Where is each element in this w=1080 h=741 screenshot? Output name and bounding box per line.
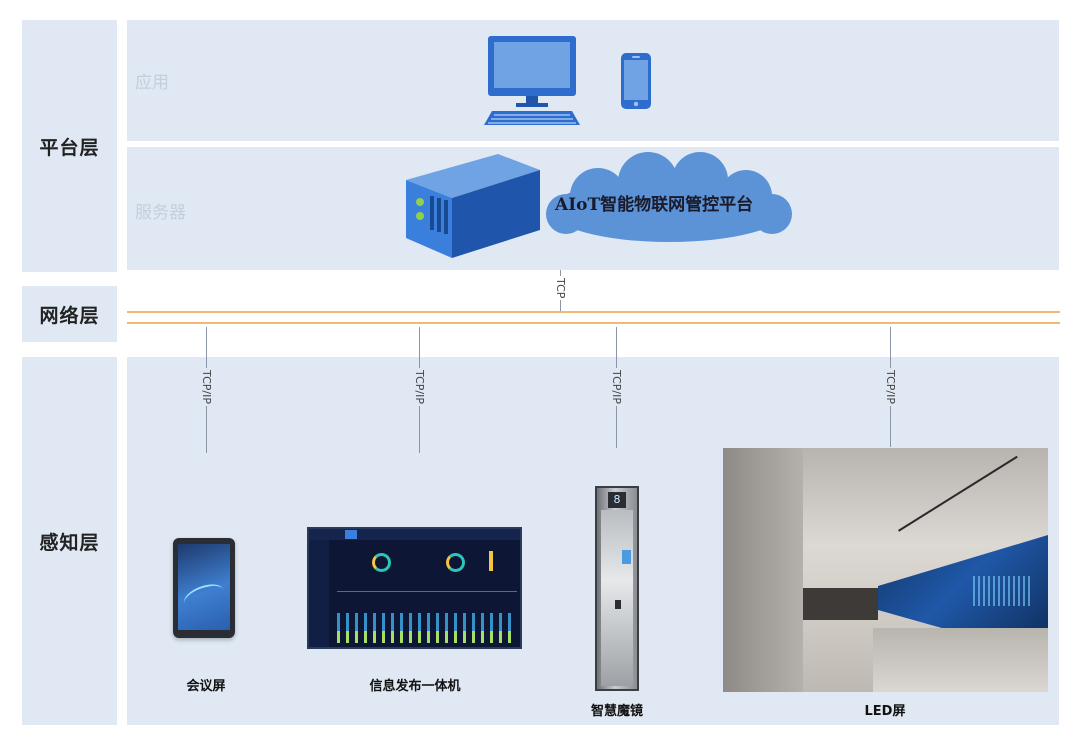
link-label-info-kiosk: TCP/IP xyxy=(413,368,426,406)
server-rack-icon xyxy=(406,154,540,258)
perception-layer-label: 感知层 xyxy=(22,357,117,725)
link-label-meeting-screen: TCP/IP xyxy=(200,368,213,406)
uplink-label: TCP xyxy=(554,276,567,301)
info-kiosk-label: 信息发布一体机 xyxy=(369,679,461,694)
meeting-tablet-image xyxy=(173,538,235,638)
server-label: 服务器 xyxy=(135,203,186,223)
cloud-icon xyxy=(546,152,792,242)
floor-indicator: 8 xyxy=(608,492,626,508)
led-screen-label: LED屏 xyxy=(864,704,906,719)
desktop-computer-icon xyxy=(484,36,580,125)
smart-mirror-label: 智慧魔镜 xyxy=(590,704,643,719)
link-label-led-screen: TCP/IP xyxy=(884,368,897,406)
network-bus-line-bottom xyxy=(127,322,1060,324)
application-label: 应用 xyxy=(135,73,169,93)
led-screen-image xyxy=(723,448,1048,692)
info-kiosk-image xyxy=(307,527,522,649)
meeting-screen-label: 会议屏 xyxy=(186,679,226,694)
mobile-phone-icon xyxy=(621,53,651,109)
network-bus-line-top xyxy=(127,311,1060,313)
smart-mirror-image: 8 xyxy=(595,486,639,691)
link-label-smart-mirror: TCP/IP xyxy=(610,368,623,406)
network-layer-label: 网络层 xyxy=(22,286,117,342)
application-band xyxy=(127,20,1059,141)
platform-layer-label: 平台层 xyxy=(22,20,117,272)
platform-title: AIoT智能物联网管控平台 xyxy=(555,195,754,215)
